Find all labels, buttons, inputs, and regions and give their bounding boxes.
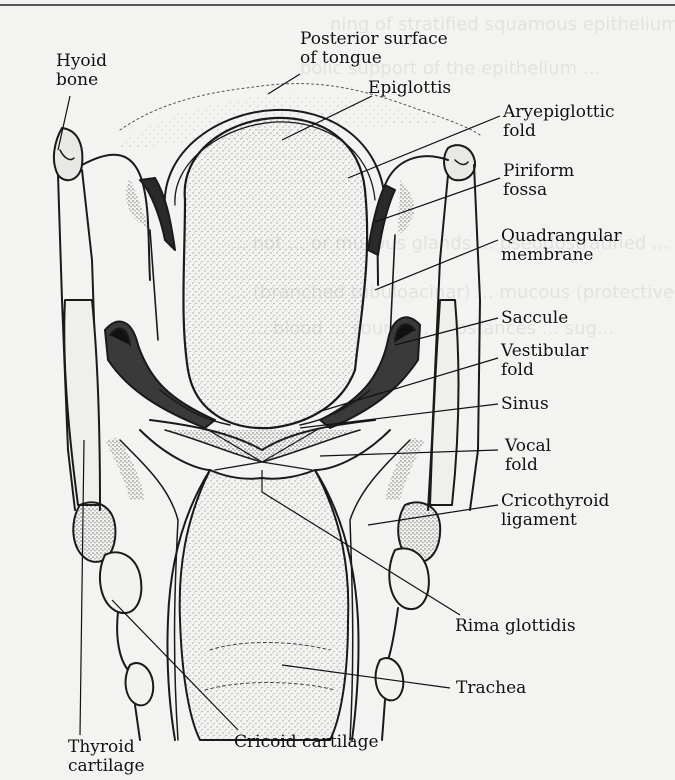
right-piriform-fossa <box>398 180 414 235</box>
leader-piriform <box>375 178 500 222</box>
label-aryepiglottic-fold: Aryepiglottic fold <box>503 103 615 141</box>
label-saccule: Saccule <box>501 309 568 328</box>
left-aryepiglottic-dark <box>140 178 175 250</box>
trachea-lumen <box>180 470 349 740</box>
label-cricothyroid-ligament: Cricothyroid ligament <box>501 492 609 530</box>
label-cricoid-cartilage: Cricoid cartilage <box>234 733 379 752</box>
label-sinus: Sinus <box>501 395 549 414</box>
left-bottom-line <box>135 705 140 740</box>
right-thyroid-band <box>430 300 458 505</box>
right-upper-bracket <box>378 156 448 285</box>
label-trachea: Trachea <box>456 679 526 698</box>
leader-posterior-surface <box>268 74 300 94</box>
left-cartilage-oval-3 <box>126 663 154 705</box>
left-shadow-area <box>105 438 145 500</box>
vocal-folds-band <box>165 430 360 462</box>
left-thyroid-band <box>64 300 100 505</box>
label-rima-glottidis: Rima glottidis <box>455 617 576 636</box>
label-hyoid-bone: Hyoid bone <box>56 52 107 90</box>
epiglottis-oval <box>183 118 367 428</box>
label-vocal-fold: Vocal fold <box>505 437 551 475</box>
left-cartilage-oval-2 <box>100 552 141 613</box>
left-hyoid-bone <box>54 128 82 180</box>
right-shadow-area <box>385 438 425 500</box>
label-vestibular-fold: Vestibular fold <box>501 342 588 380</box>
right-outer-line-1 <box>470 165 480 510</box>
right-cartilage-oval-2 <box>389 548 429 609</box>
left-lower-strap <box>117 612 128 670</box>
right-bottom-line <box>382 700 385 740</box>
glottis-x-2 <box>215 462 312 470</box>
label-epiglottis: Epiglottis <box>368 79 451 98</box>
label-posterior-surface-of-tongue: Posterior surface of tongue <box>300 30 448 68</box>
right-lower-strap <box>388 608 398 660</box>
label-quadrangular-membrane: Quadrangular membrane <box>501 227 622 265</box>
label-thyroid-cartilage: Thyroid cartilage <box>68 738 145 776</box>
label-piriform-fossa: Piriform fossa <box>503 162 574 200</box>
left-quadrangular-membrane <box>150 230 158 340</box>
